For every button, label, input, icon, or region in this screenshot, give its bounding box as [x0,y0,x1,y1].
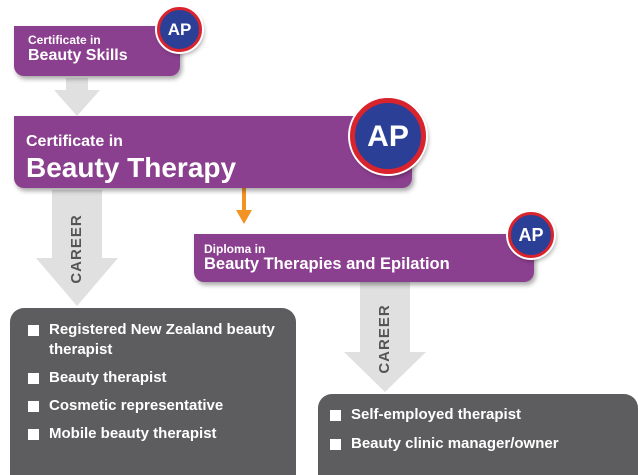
career-item: Cosmetic representative [49,397,224,414]
career-item: Beauty therapist [49,369,167,386]
career-item: Beauty clinic manager/owner [351,435,559,452]
career-item: Mobile beauty therapist [49,425,217,442]
ap-badge-beauty-therapies-epilation: AP [508,212,554,258]
list-item: Beauty therapist [28,368,288,388]
square-bullet-icon [28,401,39,412]
qualification-name: Beauty Therapies and Epilation [204,255,450,273]
list-item: Cosmetic representative [28,396,288,416]
career-arrow-right [344,280,426,392]
career-label-left: CAREER [68,214,85,284]
progression-arrow-therapy-to-diploma [236,188,252,224]
list-item: Mobile beauty therapist [28,424,288,444]
qualification-name: Beauty Therapy [26,152,237,183]
list-item: Beauty clinic manager/owner [330,434,632,454]
qualification-name: Beauty Skills [28,47,128,64]
qualification-beauty-skills: Certificate in Beauty Skills [14,26,180,76]
pathway-arrow-skills-to-therapy [54,78,100,116]
career-list-diploma: Self-employed therapist Beauty clinic ma… [318,394,638,475]
career-list-certificate: Registered New Zealand beauty therapist … [10,308,296,475]
qualification-prefix: Diploma in [204,242,266,256]
career-item: Registered New Zealand beauty therapist [49,321,275,358]
qualification-beauty-therapy: Certificate in Beauty Therapy [14,116,412,188]
qualification-beauty-therapies-epilation: Diploma in Beauty Therapies and Epilatio… [194,234,534,282]
square-bullet-icon [330,439,341,450]
square-bullet-icon [28,373,39,384]
square-bullet-icon [28,325,39,336]
list-item: Registered New Zealand beauty therapist [28,320,288,360]
ap-badge-beauty-skills: AP [157,7,202,52]
career-label-right: CAREER [376,304,393,374]
qualification-prefix: Certificate in [26,133,123,150]
square-bullet-icon [28,429,39,440]
career-item: Self-employed therapist [351,406,522,423]
qualification-prefix: Certificate in [28,33,101,47]
ap-badge-beauty-therapy: AP [350,98,426,174]
career-arrow-left [36,190,118,306]
square-bullet-icon [330,410,341,421]
list-item: Self-employed therapist [330,405,632,425]
